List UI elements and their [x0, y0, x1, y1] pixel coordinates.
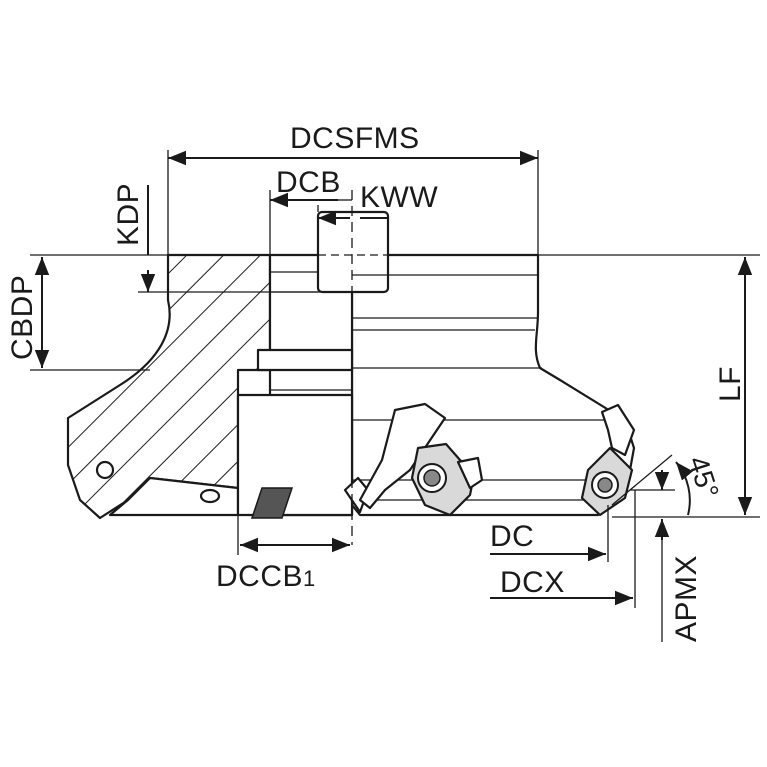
label-dccb1: DCCB1	[216, 560, 316, 593]
label-kww: KWW	[360, 181, 438, 214]
coolant-hole	[95, 460, 115, 480]
label-dcb: DCB	[276, 166, 341, 199]
lower-counterbore	[236, 393, 354, 517]
clamp-wedge	[358, 402, 447, 510]
dimensions	[30, 150, 760, 642]
label-dc: DC	[490, 520, 534, 553]
label-apmx: APMX	[670, 555, 703, 642]
clamp-right	[600, 403, 636, 457]
label-lf: LF	[714, 366, 747, 402]
dim-angle	[675, 461, 694, 516]
insert-left	[250, 487, 294, 519]
cutter-body	[66, 210, 636, 520]
label-kdp: KDP	[112, 183, 145, 246]
label-dcsfms: DCSFMS	[290, 122, 420, 155]
angle-ray	[611, 454, 673, 506]
screw-hole	[199, 488, 221, 504]
label-cbdp: CBDP	[6, 275, 39, 360]
label-dcx: DCX	[500, 566, 565, 599]
bore-groove	[256, 348, 354, 372]
dimension-labels: DCSFMS DCB KWW KDP CBDP LF DCCB1 DC DCX …	[6, 122, 747, 642]
keyway	[316, 210, 390, 294]
